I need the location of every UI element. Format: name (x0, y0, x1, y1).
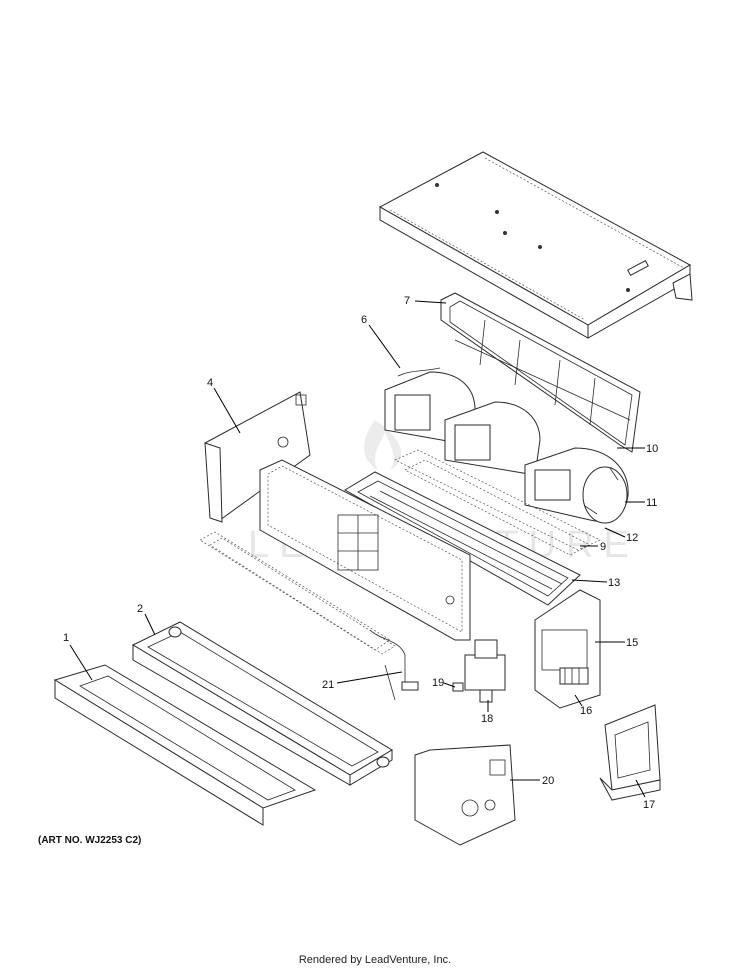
orifice-fitting[interactable] (452, 682, 464, 692)
gas-valve[interactable] (464, 639, 506, 703)
top-cover[interactable] (378, 151, 693, 339)
sensor-wire[interactable] (397, 367, 441, 377)
base-plate[interactable] (53, 664, 317, 826)
front-panel[interactable] (259, 459, 471, 641)
burner-fitting[interactable] (401, 681, 419, 691)
callout-13: 13 (608, 577, 620, 589)
callout-19: 19 (432, 677, 444, 689)
callout-15: 15 (626, 637, 638, 649)
callout-20: 20 (542, 775, 554, 787)
callout-9: 9 (600, 541, 606, 553)
leader-lines (69, 300, 646, 798)
callout-12: 12 (626, 532, 638, 544)
callout-17: 17 (643, 799, 655, 811)
control-box-panel[interactable] (204, 391, 311, 523)
callout-7: 7 (404, 295, 410, 307)
electrical-box[interactable] (534, 589, 601, 709)
blower-assembly[interactable] (384, 371, 629, 524)
callout-21: 21 (322, 679, 334, 691)
evaporator-coil-brackets[interactable] (394, 449, 601, 556)
control-cutout-grid (337, 514, 379, 571)
callout-18: 18 (481, 713, 493, 725)
callout-4: 4 (207, 377, 213, 389)
terminal-block[interactable] (559, 667, 589, 685)
side-frame[interactable] (599, 704, 661, 801)
callout-6: 6 (361, 314, 367, 326)
callout-10: 10 (646, 443, 658, 455)
drain-pan[interactable] (131, 621, 393, 786)
filter-frame[interactable] (440, 292, 641, 453)
heat-exchanger-coil[interactable] (199, 531, 406, 701)
callout-2: 2 (137, 603, 143, 615)
base-pan[interactable] (344, 471, 581, 606)
callout-labels: 1 2 4 6 7 9 10 11 12 13 15 16 17 18 19 2… (63, 295, 658, 811)
callout-16: 16 (580, 705, 592, 717)
callout-11: 11 (646, 497, 657, 509)
access-panel[interactable] (414, 744, 516, 846)
callout-1: 1 (63, 632, 69, 644)
art-number: (ART NO. WJ2253 C2) (38, 835, 142, 846)
footer-credit: Rendered by LeadVenture, Inc. (298, 954, 452, 966)
